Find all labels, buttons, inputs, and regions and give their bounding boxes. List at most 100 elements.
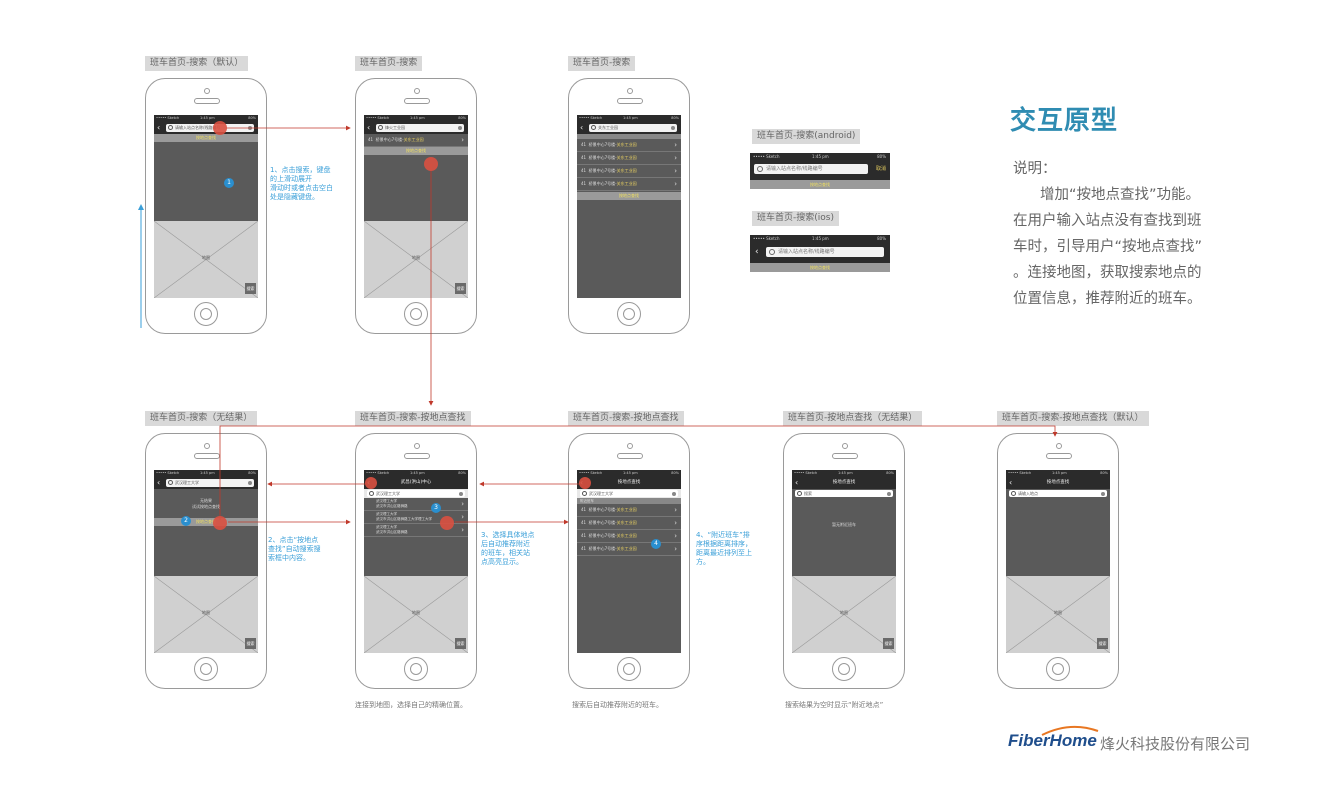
home-button bbox=[194, 657, 218, 681]
chevron-right-icon: › bbox=[461, 136, 464, 144]
clear-icon bbox=[248, 126, 252, 130]
description-line: 增加“按地点查找”功能。 bbox=[1040, 187, 1201, 203]
chevron-right-icon: › bbox=[674, 141, 677, 149]
search-button[interactable]: 搜索 bbox=[1097, 638, 1108, 649]
search-input[interactable]: 武汉理工大学 bbox=[166, 479, 254, 487]
list-item[interactable]: 41 桥景中心7号楼-关东工业园› bbox=[577, 543, 681, 556]
home-button bbox=[194, 302, 218, 326]
search-input[interactable]: 关东工业园 bbox=[589, 124, 677, 132]
search-input[interactable]: 请输入站点名称/线路编号 bbox=[754, 164, 868, 174]
list-item[interactable]: 41 桥景中心7号楼-关东工业园› bbox=[577, 139, 681, 152]
back-icon[interactable]: ‹ bbox=[157, 123, 161, 132]
caption: 搜索结果为空时显示“附近地点” bbox=[785, 701, 884, 709]
chevron-right-icon: › bbox=[674, 154, 677, 162]
nav-title: 按地点查找 bbox=[1046, 480, 1070, 485]
screen-label: 班车首页-搜索（默认） bbox=[145, 56, 249, 71]
search-icon bbox=[369, 491, 374, 496]
list-item[interactable]: 41 桥景中心7号楼-关东工业园› bbox=[577, 530, 681, 543]
list-item[interactable]: 41 桥景中心7号楼-关东工业园› bbox=[364, 134, 468, 147]
cancel-button[interactable]: 取消 bbox=[875, 166, 886, 172]
search-icon bbox=[797, 491, 802, 496]
home-button bbox=[404, 657, 428, 681]
list-item[interactable]: 41 桥景中心7号楼-关东工业园› bbox=[577, 178, 681, 191]
search-button[interactable]: 搜索 bbox=[245, 283, 256, 294]
screen-label: 班车首页-搜索（无结果） bbox=[145, 411, 258, 426]
location-search-bar[interactable]: 按地点查找 bbox=[154, 134, 258, 142]
home-button bbox=[1046, 657, 1070, 681]
caption: 搜索后自动推荐附近的班车。 bbox=[572, 701, 663, 709]
chevron-right-icon: › bbox=[674, 180, 677, 188]
no-result-text: 暂无附近班车 bbox=[832, 522, 856, 527]
search-input[interactable]: 武汉理工大学 bbox=[367, 490, 465, 497]
search-button[interactable]: 搜索 bbox=[455, 283, 466, 294]
location-search-bar[interactable]: 按地点查找 bbox=[577, 192, 681, 200]
step-badge: 3 bbox=[431, 503, 441, 513]
description-line: 车时，引导用户“按地点查找” bbox=[1013, 239, 1203, 255]
nav-title: 按地点查找 bbox=[617, 480, 641, 485]
search-input[interactable]: 请输入地点 bbox=[1009, 490, 1107, 497]
location-search-bar[interactable]: 按地点查找 bbox=[750, 180, 890, 189]
list-item[interactable]: 41 桥景中心7号楼-关东工业园› bbox=[577, 504, 681, 517]
chevron-right-icon: › bbox=[674, 506, 677, 514]
map-placeholder: 地图 搜索 bbox=[1006, 576, 1110, 653]
touch-point bbox=[440, 516, 454, 530]
chevron-right-icon: › bbox=[674, 545, 677, 553]
map-placeholder: 地图 搜索 bbox=[364, 576, 468, 653]
description-line: 在用户输入站点没有查找到班 bbox=[1013, 213, 1202, 229]
location-search-bar[interactable]: 按地点查找 bbox=[364, 147, 468, 155]
search-input[interactable]: 烽火工业园 bbox=[376, 124, 464, 132]
back-icon[interactable]: ‹ bbox=[367, 123, 371, 132]
screen-label: 班车首页-搜索 bbox=[355, 56, 423, 71]
screen-label: 班车首页-搜索-按地点查找 bbox=[568, 411, 684, 426]
list-item[interactable]: 41 桥景中心7号楼-关东工业园› bbox=[577, 165, 681, 178]
search-icon bbox=[591, 125, 596, 130]
list-item[interactable]: 41 桥景中心7号楼-关东工业园› bbox=[577, 517, 681, 530]
location-search-bar[interactable]: 按地点查找 bbox=[154, 518, 258, 526]
brand-logo: FiberHome bbox=[1008, 725, 1099, 751]
search-icon bbox=[168, 480, 173, 485]
search-input[interactable]: 武汉理工大学 bbox=[580, 490, 678, 497]
back-icon[interactable]: ‹ bbox=[755, 247, 759, 257]
search-icon bbox=[1011, 491, 1016, 496]
search-button[interactable]: 搜索 bbox=[455, 638, 466, 649]
back-icon[interactable]: ‹ bbox=[157, 478, 161, 487]
search-button[interactable]: 搜索 bbox=[245, 638, 256, 649]
screen-label: 班车首页-搜索-按地点查找 bbox=[355, 411, 471, 426]
search-icon bbox=[769, 249, 775, 255]
screen-label: 班车首页-按地点查找（无结果） bbox=[783, 411, 923, 426]
annotation-note: 4、“附近班车”排 序根据距离排序， 距离最近排列至上 方。 bbox=[696, 531, 752, 566]
screen-label: 班车首页-搜索-按地点查找（默认） bbox=[997, 411, 1149, 426]
screen-label: 班车首页-搜索(ios) bbox=[752, 211, 839, 226]
screen-label: 班车首页-搜索(android) bbox=[752, 129, 861, 144]
place-item[interactable]: 武汉理工大学武汉市洪山区珞狮路› bbox=[364, 498, 468, 511]
touch-point bbox=[579, 477, 591, 489]
search-button[interactable]: 搜索 bbox=[883, 638, 894, 649]
back-icon[interactable]: ‹ bbox=[580, 123, 584, 132]
step-badge: 4 bbox=[651, 539, 661, 549]
list-item[interactable]: 41 桥景中心7号楼-关东工业园› bbox=[577, 152, 681, 165]
page-title: 交互原型 bbox=[1010, 106, 1119, 136]
nav-title: 按地点查找 bbox=[832, 480, 856, 485]
annotation-note: 2、点击“按地点 查找”自动搜索搜 索框中内容。 bbox=[268, 536, 321, 562]
home-button bbox=[617, 302, 641, 326]
location-search-bar[interactable]: 按地点查找 bbox=[750, 263, 890, 272]
touch-point bbox=[424, 157, 438, 171]
company-name: 烽火科技股份有限公司 bbox=[1100, 735, 1251, 753]
home-button bbox=[832, 657, 856, 681]
search-input[interactable]: 请输入站点名称/线路编号 bbox=[166, 124, 254, 132]
search-input[interactable]: 搜索 bbox=[795, 490, 893, 497]
search-input[interactable]: 请输入站点名称/线路编号 bbox=[766, 247, 884, 257]
